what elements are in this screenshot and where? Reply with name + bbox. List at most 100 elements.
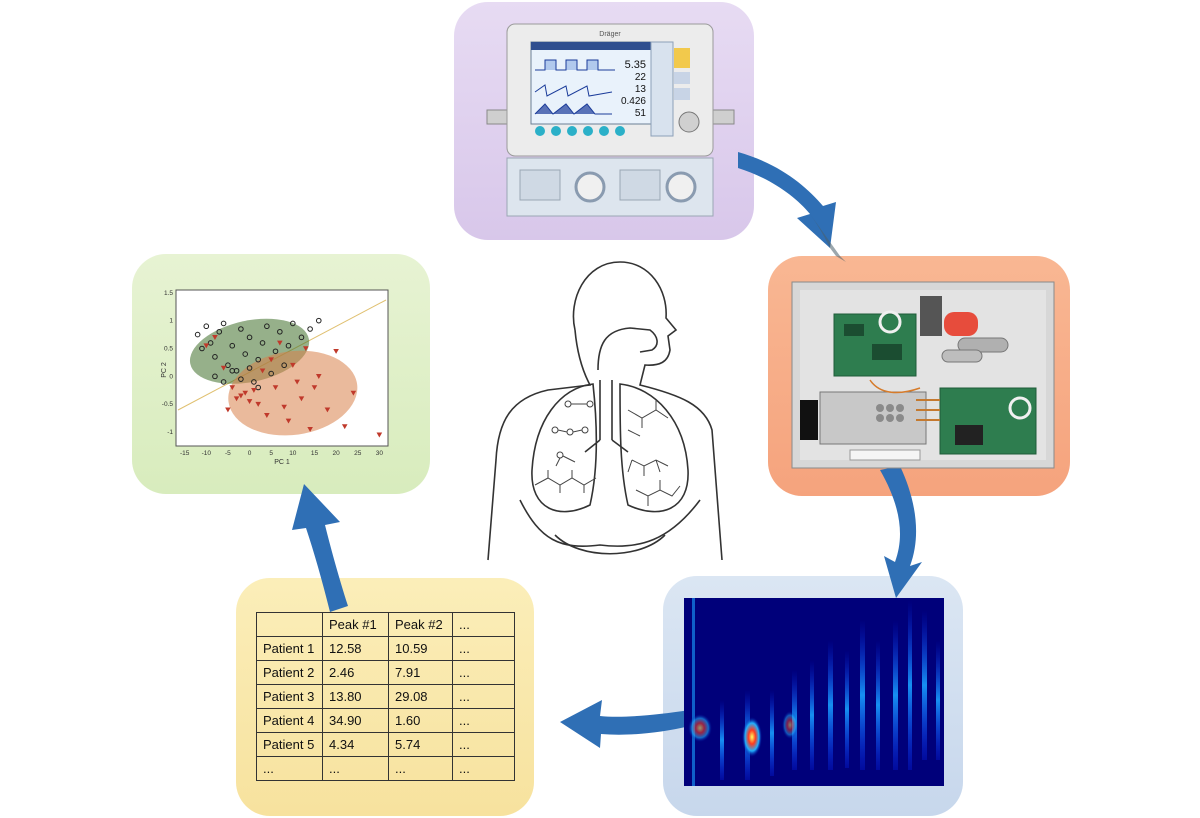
pca-x-tick-label: 20 — [332, 450, 340, 457]
pca-x-tick-label: -5 — [225, 450, 231, 457]
pca-point-circle — [315, 317, 322, 324]
table-row: Patient 1 12.58 10.59 ... — [256, 636, 515, 661]
arrow-spectrum-to-table — [560, 700, 690, 748]
table-cell: ... — [322, 756, 389, 781]
pca-point-triangle — [246, 399, 253, 405]
pca-point-triangle — [268, 357, 274, 363]
pca-point-triangle — [350, 390, 357, 396]
pca-point-triangle — [238, 393, 244, 399]
table-cell: ... — [452, 732, 515, 757]
pca-x-tick-label: -10 — [202, 450, 212, 457]
pca-y-axis-label: PC 2 — [161, 362, 168, 378]
pca-point-circle — [229, 342, 236, 349]
pca-x-tick-label: 0 — [248, 450, 252, 457]
arrow-table-to-pca — [292, 484, 348, 612]
pca-point-circle — [307, 326, 313, 332]
pca-x-tick-label: 30 — [376, 450, 384, 457]
table-row: Patient 4 34.90 1.60 ... — [256, 708, 515, 733]
table-cell: 1.60 — [388, 708, 453, 733]
pca-point-circle — [285, 342, 292, 349]
pca-point-circle — [298, 334, 305, 341]
pca-point-circle — [290, 320, 296, 327]
table-row: Patient 3 13.80 29.08 ... — [256, 684, 515, 709]
pca-point-triangle — [225, 407, 231, 413]
pca-point-triangle — [285, 418, 292, 424]
table-cell: Patient 4 — [256, 708, 323, 733]
pca-x-tick-label: 25 — [354, 450, 362, 457]
pca-point-triangle — [376, 432, 383, 438]
table-cell: ... — [452, 684, 515, 709]
pca-point-circle — [194, 331, 201, 338]
readout-5: 51 — [635, 108, 647, 119]
table-cell: ... — [388, 756, 453, 781]
table-cell: 12.58 — [322, 636, 389, 661]
pca-point-triangle — [294, 379, 300, 385]
pca-y-tick-label: -0.5 — [162, 401, 174, 408]
sensor-device-illustration — [791, 281, 1055, 469]
table-header-row: Peak #1 Peak #2 ... — [256, 612, 515, 637]
pca-point-circle — [203, 323, 210, 330]
pca-point-triangle — [233, 396, 240, 402]
arrow-vent-to-sensor — [738, 152, 836, 248]
pca-point-triangle — [203, 343, 210, 349]
peak-table: Peak #1 Peak #2 ... Patient 1 12.58 10.5… — [256, 612, 515, 781]
pca-point-triangle — [333, 348, 339, 354]
pca-point-triangle — [251, 387, 257, 393]
readout-1: 5.35 — [625, 59, 646, 71]
pca-point-circle — [216, 328, 223, 335]
pca-point-circle — [220, 320, 227, 327]
pca-point-triangle — [277, 340, 283, 346]
readout-2: 22 — [635, 72, 647, 83]
molecule-sketches — [534, 400, 681, 506]
pca-point-circle — [277, 328, 283, 335]
table-cell: ... — [452, 636, 515, 661]
pca-point-circle — [268, 370, 274, 377]
pca-x-tick-label: 10 — [289, 450, 297, 457]
table-cell: ... — [452, 660, 515, 685]
table-cell: 4.34 — [322, 732, 389, 757]
pca-point-circle — [259, 340, 266, 346]
table-cell: ... — [452, 756, 515, 781]
table-cell: 34.90 — [322, 708, 389, 733]
pca-point-circle — [251, 379, 257, 385]
pca-point-circle — [242, 351, 249, 357]
table-cell: 10.59 — [388, 636, 453, 661]
pca-point-circle — [246, 334, 253, 341]
pca-point-triangle — [272, 385, 279, 391]
table-header-cell — [256, 612, 323, 637]
pca-x-axis-label: PC 1 — [274, 459, 290, 466]
pca-y-tick-label: 0.5 — [164, 346, 173, 353]
pca-point-triangle — [302, 346, 309, 352]
pca-point-circle — [238, 326, 244, 332]
pca-confidence-ellipse-2 — [228, 350, 358, 436]
pca-point-circle — [264, 323, 270, 330]
pca-point-triangle — [212, 335, 218, 340]
pca-point-triangle — [255, 401, 262, 407]
pca-point-triangle — [298, 396, 305, 402]
pca-point-triangle — [220, 365, 227, 371]
ventilator-illustration — [486, 23, 735, 217]
pca-point-circle — [255, 384, 262, 391]
table-row: ... ... ... ... — [256, 756, 515, 781]
table-cell: Patient 3 — [256, 684, 323, 709]
pca-point-circle — [220, 379, 227, 385]
cycle-arrows — [292, 152, 922, 748]
readout-4: 0.426 — [621, 96, 646, 107]
table-cell: 7.91 — [388, 660, 453, 685]
pca-point-triangle — [264, 413, 270, 418]
pca-point-triangle — [242, 390, 249, 396]
pca-point-triangle — [229, 385, 236, 391]
readout-3: 13 — [635, 84, 647, 95]
pca-x-tick-label: -15 — [180, 450, 190, 457]
table-header-cell: Peak #1 — [322, 612, 389, 637]
pca-point-triangle — [307, 426, 313, 432]
table-cell: Patient 2 — [256, 660, 323, 685]
table-cell: 13.80 — [322, 684, 389, 709]
pca-point-circle — [246, 365, 253, 371]
pca-point-triangle — [281, 404, 287, 410]
pca-y-tick-label: 0 — [169, 373, 173, 380]
pca-point-triangle — [259, 368, 266, 374]
table-cell: ... — [452, 708, 515, 733]
pca-point-circle — [212, 373, 218, 380]
